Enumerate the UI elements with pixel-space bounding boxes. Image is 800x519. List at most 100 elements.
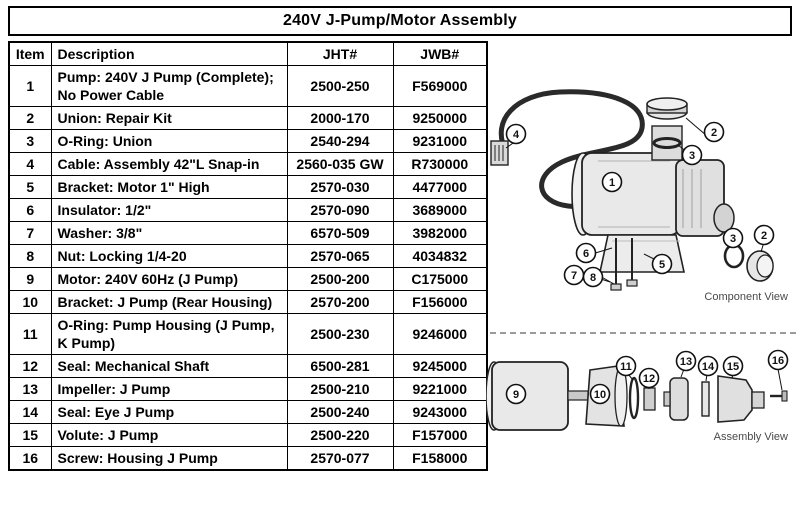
table-row: 16 Screw: Housing J Pump 2570-077 F15800…	[8, 446, 488, 471]
jht-cell: 2540-294	[286, 129, 394, 153]
table-row: 12 Seal: Mechanical Shaft 6500-281 92450…	[8, 354, 488, 378]
description-cell: Washer: 3/8"	[50, 221, 288, 245]
item-cell: 5	[8, 175, 52, 199]
housing-screw-drawing	[770, 390, 788, 402]
description-cell: Screw: Housing J Pump	[50, 446, 288, 471]
svg-text:6: 6	[583, 248, 589, 260]
svg-text:3: 3	[730, 233, 736, 245]
jwb-cell: 9246000	[392, 313, 488, 355]
component-view-diagram: 1 2 3 4 5 6 7	[490, 89, 788, 303]
jht-cell: 2000-170	[286, 106, 394, 130]
table-header-row: Item Description JHT# JWB#	[8, 41, 488, 66]
component-view-label: Component View	[704, 291, 788, 303]
callout-3-side: 3	[722, 227, 744, 249]
jwb-cell: 9231000	[392, 129, 488, 153]
assembly-view-label: Assembly View	[714, 431, 788, 443]
table-row: 3 O-Ring: Union 2540-294 9231000	[8, 129, 488, 153]
callout-3-top: 3	[681, 144, 703, 166]
item-cell: 16	[8, 446, 52, 471]
svg-text:10: 10	[594, 389, 606, 401]
table-row: 7 Washer: 3/8" 6570-509 3982000	[8, 221, 488, 245]
assembly-view-diagram: 9 10 11 12 13 14	[486, 349, 789, 443]
description-cell: O-Ring: Pump Housing (J Pump, K Pump)	[50, 313, 288, 355]
jwb-cell: F569000	[392, 65, 488, 107]
callout-14: 14	[697, 355, 719, 377]
svg-text:14: 14	[702, 361, 715, 373]
jwb-cell: 9221000	[392, 377, 488, 401]
jwb-cell: F158000	[392, 446, 488, 471]
table-row: 13 Impeller: J Pump 2500-210 9221000	[8, 377, 488, 401]
description-cell: Motor: 240V 60Hz (J Pump)	[50, 267, 288, 291]
eye-seal-drawing	[701, 381, 710, 417]
view-divider	[490, 332, 796, 334]
svg-text:12: 12	[643, 373, 655, 385]
table-row: 5 Bracket: Motor 1" High 2570-030 447700…	[8, 175, 488, 199]
svg-text:7: 7	[571, 270, 577, 282]
jwb-cell: 4477000	[392, 175, 488, 199]
header-item: Item	[8, 41, 52, 66]
diagram-panel: 1 2 3 4 5 6 7	[486, 40, 800, 519]
jwb-cell: 9243000	[392, 400, 488, 424]
svg-text:9: 9	[513, 389, 519, 401]
description-cell: Pump: 240V J Pump (Complete); No Power C…	[50, 65, 288, 107]
description-cell: O-Ring: Union	[50, 129, 288, 153]
callout-4: 4	[505, 123, 527, 145]
item-cell: 15	[8, 423, 52, 447]
description-cell: Bracket: J Pump (Rear Housing)	[50, 290, 288, 314]
jht-cell: 2570-090	[286, 198, 394, 222]
description-cell: Volute: J Pump	[50, 423, 288, 447]
table-row: 14 Seal: Eye J Pump 2500-240 9243000	[8, 400, 488, 424]
jht-cell: 2570-200	[286, 290, 394, 314]
callout-10: 10	[589, 383, 611, 405]
svg-text:2: 2	[761, 230, 767, 242]
callout-7: 7	[563, 264, 585, 286]
description-cell: Impeller: J Pump	[50, 377, 288, 401]
description-cell: Seal: Mechanical Shaft	[50, 354, 288, 378]
jwb-cell: 3689000	[392, 198, 488, 222]
callout-2-side: 2	[753, 224, 775, 246]
union-port-drawing	[646, 97, 688, 161]
jwb-cell: F156000	[392, 290, 488, 314]
jht-cell: 6570-509	[286, 221, 394, 245]
callout-15: 15	[722, 355, 744, 377]
item-cell: 4	[8, 152, 52, 176]
item-cell: 12	[8, 354, 52, 378]
item-cell: 6	[8, 198, 52, 222]
svg-text:15: 15	[727, 361, 739, 373]
jwb-cell: C175000	[392, 267, 488, 291]
page-title: 240V J-Pump/Motor Assembly	[8, 6, 792, 36]
svg-text:5: 5	[659, 259, 665, 271]
callout-5: 5	[651, 253, 673, 275]
jht-cell: 2570-065	[286, 244, 394, 268]
description-cell: Insulator: 1/2"	[50, 198, 288, 222]
table-row: 9 Motor: 240V 60Hz (J Pump) 2500-200 C17…	[8, 267, 488, 291]
item-cell: 1	[8, 65, 52, 107]
item-cell: 2	[8, 106, 52, 130]
svg-text:1: 1	[609, 177, 615, 189]
jht-cell: 2500-230	[286, 313, 394, 355]
callout-6: 6	[575, 242, 597, 264]
jht-cell: 2560-035 GW	[286, 152, 394, 176]
table-row: 8 Nut: Locking 1/4-20 2570-065 4034832	[8, 244, 488, 268]
svg-text:3: 3	[689, 150, 695, 162]
callout-2-top: 2	[703, 121, 725, 143]
svg-text:8: 8	[590, 272, 596, 284]
item-cell: 3	[8, 129, 52, 153]
jwb-cell: 9250000	[392, 106, 488, 130]
table-row: 11 O-Ring: Pump Housing (J Pump, K Pump)…	[8, 313, 488, 355]
svg-text:16: 16	[772, 355, 784, 367]
jht-cell: 2570-077	[286, 446, 394, 471]
jwb-cell: 4034832	[392, 244, 488, 268]
motor-drawing	[571, 152, 681, 236]
header-jht: JHT#	[286, 41, 394, 66]
mounting-hardware-drawing	[610, 238, 638, 291]
volute-drawing	[717, 375, 765, 423]
impeller-drawing	[663, 377, 689, 421]
table-row: 10 Bracket: J Pump (Rear Housing) 2570-2…	[8, 290, 488, 314]
callout-16: 16	[767, 349, 789, 371]
jht-cell: 2500-240	[286, 400, 394, 424]
table-row: 1 Pump: 240V J Pump (Complete); No Power…	[8, 65, 488, 107]
parts-table: Item Description JHT# JWB# 1 Pump: 240V …	[8, 41, 488, 471]
description-cell: Seal: Eye J Pump	[50, 400, 288, 424]
